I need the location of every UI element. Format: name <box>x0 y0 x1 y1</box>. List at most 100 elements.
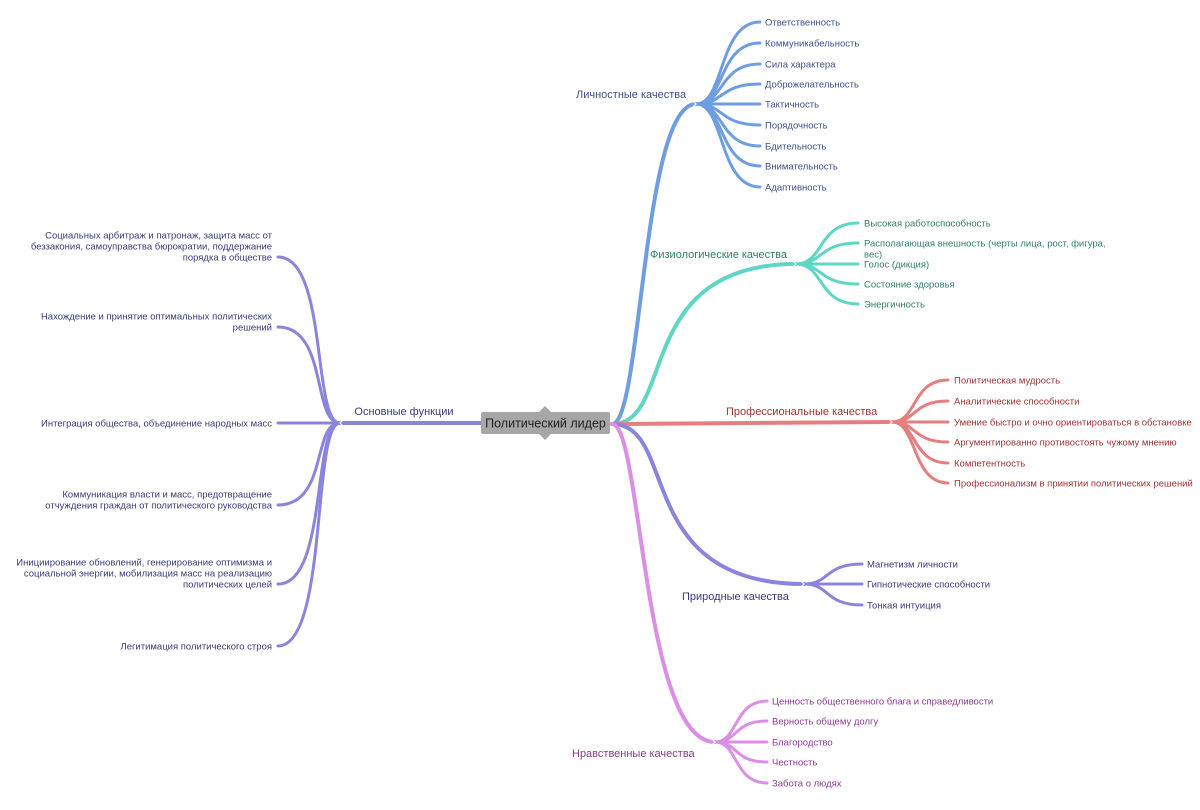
personal-leaf-label[interactable]: Ответственность <box>765 18 840 29</box>
moral-leaf-label-line: Честность <box>772 758 817 769</box>
functions-leaf-label-line: Социальных арбитраж и патронаж, защита м… <box>45 231 273 242</box>
functions-leaf-label-line: Интеграция общества, объединение народны… <box>41 419 272 430</box>
functions-leaf-label-line: порядка в обществе <box>183 253 272 264</box>
central-topic-bottom-notch <box>539 434 551 440</box>
moral-leaf-label[interactable]: Честность <box>772 758 817 769</box>
moral-trunk-line <box>610 422 717 744</box>
personal-leaf-label[interactable]: Тактичность <box>765 100 819 111</box>
physiological-leaf-label-line: вес) <box>864 250 882 261</box>
personal-leaf-label[interactable]: Сила характера <box>765 60 836 71</box>
personal-leaf-label-line: Коммуникабельность <box>765 39 859 50</box>
connector-lines <box>276 20 950 785</box>
professional-leaf-label[interactable]: Аналитические способности <box>954 397 1079 408</box>
moral-leaf-label-line: Благородство <box>772 738 833 749</box>
moral-leaf-label[interactable]: Забота о людях <box>772 779 842 790</box>
functions-branch-label[interactable]: Основные функции <box>354 406 453 418</box>
functions-leaf-label[interactable]: Легитимация политического строя <box>120 642 272 653</box>
physiological-leaf-label-line: Голос (дикция) <box>864 260 929 271</box>
professional-leaf-label-line: Профессионализм в принятии политических … <box>954 479 1193 490</box>
professional-branch-label[interactable]: Профессиональные качества <box>726 406 878 418</box>
personal-leaf-label[interactable]: Бдительность <box>765 142 826 153</box>
personal-trunk-line <box>610 102 698 426</box>
functions-leaf-label[interactable]: Инициирование обновлений, генерирование … <box>16 558 272 591</box>
moral-leaf-label-line: Верность общему долгу <box>772 717 878 728</box>
functions-leaf-label-line: Легитимация политического строя <box>120 642 272 653</box>
personal-leaf-label[interactable]: Внимательность <box>765 162 838 173</box>
personal-hub-chevron <box>691 99 697 109</box>
personal-leaf-label[interactable]: Адаптивность <box>765 183 827 194</box>
moral-leaf-label[interactable]: Благородство <box>772 738 833 749</box>
natural-leaf-label-line: Тонкая интуиция <box>867 601 941 612</box>
professional-trunk-line <box>610 420 894 426</box>
natural-leaf-line <box>802 562 864 586</box>
central-topic-box <box>481 412 610 434</box>
physiological-leaf-label-line: Располагающая внешность (черты лица, рос… <box>864 239 1106 250</box>
moral-leaf-label[interactable]: Верность общему долгу <box>772 717 878 728</box>
professional-leaf-label[interactable]: Умение быстро и очно ориентироваться в о… <box>954 418 1192 429</box>
physiological-leaf-label[interactable]: Энергичность <box>864 300 925 311</box>
physiological-leaf-label-line: Состояние здоровья <box>864 280 955 291</box>
professional-hub-chevron <box>887 417 893 427</box>
functions-leaf-line <box>276 325 342 425</box>
professional-leaf-label-line: Аналитические способности <box>954 397 1079 408</box>
personal-leaf-label[interactable]: Порядочность <box>765 121 828 132</box>
moral-leaf-label[interactable]: Ценность общественного блага и справедли… <box>772 697 993 708</box>
professional-leaf-label-line: Компетентность <box>954 459 1025 470</box>
moral-leaf-label-line: Забота о людях <box>772 779 842 790</box>
central-topic[interactable]: Политический лидер <box>481 406 610 440</box>
functions-leaf-label-line: Коммуникация власти и масс, предотвращен… <box>62 490 272 501</box>
physiological-leaf-label[interactable]: Высокая работоспособность <box>864 219 991 230</box>
personal-leaf-line <box>694 102 762 189</box>
personal-leaf-label-line: Внимательность <box>765 162 838 173</box>
physiological-branch-label[interactable]: Физиологические качества <box>650 249 788 261</box>
natural-leaf-label[interactable]: Магнетизм личности <box>867 560 958 571</box>
professional-leaf-label-line: Политическая мудрость <box>954 376 1060 387</box>
professional-leaf-line <box>890 420 950 485</box>
functions-leaf-line <box>276 255 342 425</box>
functions-hub-chevron <box>339 418 345 428</box>
moral-leaf-line <box>713 740 769 785</box>
physiological-hub-chevron <box>791 259 797 269</box>
functions-leaf-label[interactable]: Интеграция общества, объединение народны… <box>41 419 272 430</box>
functions-leaf-label[interactable]: Коммуникация власти и масс, предотвращен… <box>45 490 272 512</box>
natural-trunk-line <box>610 422 806 586</box>
functions-leaf-line <box>276 421 342 648</box>
functions-leaf-label-line: отчуждения граждан от политического руко… <box>45 501 272 512</box>
personal-leaf-label[interactable]: Коммуникабельность <box>765 39 859 50</box>
professional-leaf-label-line: Умение быстро и очно ориентироваться в о… <box>954 418 1192 429</box>
professional-leaf-label[interactable]: Политическая мудрость <box>954 376 1060 387</box>
functions-leaf-label-line: социальной энергии, мобилизация масс на … <box>24 569 272 580</box>
physiological-leaf-label[interactable]: Состояние здоровья <box>864 280 955 291</box>
moral-leaf-label-line: Ценность общественного блага и справедли… <box>772 697 993 708</box>
personal-leaf-label[interactable]: Доброжелательность <box>765 80 859 91</box>
professional-leaf-label[interactable]: Компетентность <box>954 459 1025 470</box>
personal-leaf-label-line: Бдительность <box>765 142 826 153</box>
personal-leaf-label-line: Адаптивность <box>765 183 827 194</box>
physiological-leaf-label[interactable]: Располагающая внешность (черты лица, рос… <box>864 239 1106 261</box>
professional-leaf-label[interactable]: Аргументированно противостоять чужому мн… <box>954 438 1177 449</box>
natural-branch-label[interactable]: Природные качества <box>682 591 790 603</box>
functions-leaf-label-line: Инициирование обновлений, генерирование … <box>16 558 272 569</box>
natural-leaf-label[interactable]: Тонкая интуиция <box>867 601 941 612</box>
functions-leaf-label-line: Нахождение и принятие оптимальных полити… <box>41 312 272 323</box>
personal-leaf-label-line: Порядочность <box>765 121 828 132</box>
personal-leaf-label-line: Тактичность <box>765 100 819 111</box>
natural-leaf-label-line: Магнетизм личности <box>867 560 958 571</box>
functions-leaf-label-line: политических целей <box>183 580 272 591</box>
functions-leaf-label-line: решений <box>233 323 272 334</box>
functions-leaf-label[interactable]: Социальных арбитраж и патронаж, защита м… <box>31 231 273 264</box>
natural-leaf-label[interactable]: Гипнотические способности <box>867 580 990 591</box>
central-topic-top-notch <box>539 406 551 412</box>
functions-leaf-label-line: беззакония, самоуправства бюрократии, по… <box>31 242 272 253</box>
functions-leaf-label[interactable]: Нахождение и принятие оптимальных полити… <box>41 312 272 334</box>
moral-branch-label[interactable]: Нравственные качества <box>572 748 696 760</box>
physiological-leaf-label-line: Высокая работоспособность <box>864 219 991 230</box>
natural-hub-chevron <box>799 579 805 589</box>
personal-leaf-label-line: Ответственность <box>765 18 840 29</box>
physiological-leaf-label[interactable]: Голос (дикция) <box>864 260 929 271</box>
personal-branch-label[interactable]: Личностные качества <box>576 89 687 101</box>
professional-leaf-label[interactable]: Профессионализм в принятии политических … <box>954 479 1193 490</box>
professional-leaf-label-line: Аргументированно противостоять чужому мн… <box>954 438 1177 449</box>
node-labels: Личностные качества ОтветственностьКоммун… <box>16 18 1193 790</box>
